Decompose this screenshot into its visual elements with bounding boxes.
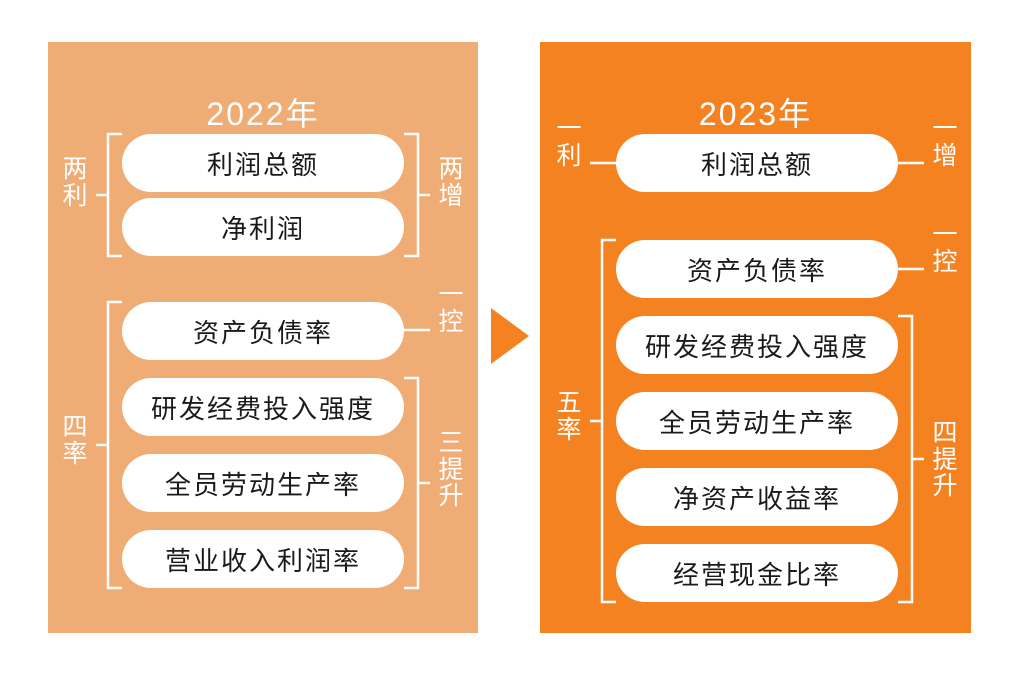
bracket-2022-left-four-rates bbox=[94, 300, 124, 590]
panel-2023-title: 2023年 bbox=[698, 96, 813, 132]
card-2022-net-profit[interactable]: 净利润 bbox=[122, 198, 404, 256]
bracket-label-2022-two-increases: 两 增 bbox=[438, 155, 464, 210]
panel-2023: 2023年 利润总额 资产负债率 研发经费投入强度 全员劳动生产率 净资产收益率… bbox=[540, 42, 971, 633]
transition-arrow-right-icon bbox=[491, 308, 529, 364]
connector-2023-right-one-control bbox=[896, 267, 926, 271]
bracket-label-2023-five-rates: 五 率 bbox=[556, 389, 582, 444]
card-2022-labor-productivity[interactable]: 全员劳动生产率 bbox=[122, 454, 404, 512]
bracket-label-2023-one-control: 一 控 bbox=[932, 221, 958, 276]
bracket-label-2023-one-increase: 一 增 bbox=[932, 115, 958, 170]
card-2022-revenue-margin[interactable]: 营业收入利润率 bbox=[122, 530, 404, 588]
card-2023-profit-total[interactable]: 利润总额 bbox=[616, 134, 898, 192]
bracket-label-2022-one-control: 一 控 bbox=[438, 281, 464, 336]
bracket-label-2023-one-profit: 一 利 bbox=[556, 115, 582, 170]
bracket-2023-left-five-rates bbox=[588, 238, 618, 604]
connector-2023-left-one-profit bbox=[588, 161, 618, 165]
bracket-label-2022-four-rates: 四 率 bbox=[62, 413, 88, 468]
connector-2023-right-one-increase bbox=[896, 161, 926, 165]
card-2022-debt-ratio[interactable]: 资产负债率 bbox=[122, 302, 404, 360]
card-2022-profit-total[interactable]: 利润总额 bbox=[122, 134, 404, 192]
bracket-2022-right-three-improvements bbox=[402, 376, 432, 590]
panel-2022-title: 2022年 bbox=[206, 96, 320, 132]
card-2023-labor-productivity[interactable]: 全员劳动生产率 bbox=[616, 392, 898, 450]
panel-2022: 2022年 利润总额 净利润 资产负债率 研发经费投入强度 全员劳动生产率 营业… bbox=[48, 42, 478, 633]
card-2023-cash-ratio[interactable]: 经营现金比率 bbox=[616, 544, 898, 602]
card-2023-roe[interactable]: 净资产收益率 bbox=[616, 468, 898, 526]
bracket-2022-left-two-profits bbox=[94, 132, 124, 258]
connector-2022-right-one-control bbox=[402, 328, 432, 332]
bracket-label-2022-three-improvements: 三 提 升 bbox=[438, 429, 464, 510]
bracket-label-2022-two-profits: 两 利 bbox=[62, 155, 88, 210]
card-2023-rd-intensity[interactable]: 研发经费投入强度 bbox=[616, 316, 898, 374]
bracket-label-2023-four-improvements: 四 提 升 bbox=[932, 419, 958, 500]
card-2022-rd-intensity[interactable]: 研发经费投入强度 bbox=[122, 378, 404, 436]
bracket-2023-right-four-improvements bbox=[896, 314, 926, 604]
card-2023-debt-ratio[interactable]: 资产负债率 bbox=[616, 240, 898, 298]
bracket-2022-right-two-increases bbox=[402, 132, 432, 258]
